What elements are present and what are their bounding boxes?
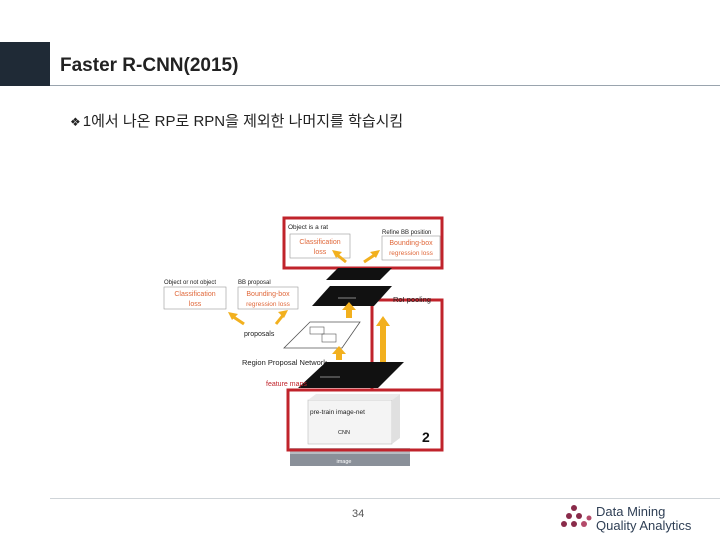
feature-maps-plane — [298, 362, 404, 388]
object-is-a-rat-label: Object is a rat — [288, 224, 328, 231]
diamond-bullet-icon: ❖ — [70, 115, 81, 129]
classification-loss-top-label: Classification — [299, 239, 340, 246]
image-label: image — [337, 459, 352, 465]
dmqa-logo-icon — [561, 505, 592, 527]
footer-divider — [50, 498, 720, 499]
classification-loss-top-label-2: loss — [314, 249, 327, 256]
fc-layer — [326, 268, 392, 280]
rpn-label: Region Proposal Network — [242, 358, 327, 367]
faster-rcnn-diagram: Object is a rat Refine BB position Class… — [163, 216, 444, 466]
logo-text-line1: Data Mining — [596, 504, 666, 519]
cnn-label: CNN — [338, 430, 350, 436]
arrow-up-proposals — [336, 350, 342, 360]
roi-pooled-feature — [312, 286, 392, 306]
proposals-label: proposals — [244, 331, 275, 338]
bbox-loss-top-label: Bounding-box — [389, 240, 433, 247]
object-or-not-label: Object or not object — [164, 280, 216, 286]
page-number: 34 — [352, 508, 365, 520]
arrow-up-roi — [346, 306, 352, 318]
bb-proposal-label: BB proposal — [238, 280, 271, 286]
feature-maps-label: feature maps — [266, 381, 307, 388]
cnn-box — [307, 399, 393, 445]
bbox-loss-left-label: Bounding-box — [246, 291, 290, 298]
classification-loss-left-label-2: loss — [189, 301, 202, 308]
step-number-label: 2 — [422, 429, 430, 445]
title-accent-block — [0, 42, 50, 86]
classification-loss-left-label: Classification — [174, 291, 215, 298]
stage2-box-bottom — [286, 388, 444, 452]
logo-text-line2: Quality Analytics — [596, 518, 692, 533]
pretrain-label: pre-train image-net — [310, 409, 365, 416]
bullet-text: 1에서 나온 RP로 RPN을 제외한 나머지를 학습시킴 — [82, 113, 404, 130]
bullet-line: ❖1에서 나온 RP로 RPN을 제외한 나머지를 학습시킴 — [70, 110, 403, 131]
slide-title: Faster R-CNN(2015) — [60, 55, 239, 76]
bbox-loss-left-label-2: regression loss — [246, 301, 290, 308]
title-underline — [50, 85, 720, 86]
arrow-up-right — [380, 322, 386, 362]
refine-bb-label: Refine BB position — [382, 230, 431, 236]
roi-pooling-label: RoI pooling — [393, 295, 431, 304]
bbox-loss-top-label-2: regression loss — [389, 250, 433, 257]
